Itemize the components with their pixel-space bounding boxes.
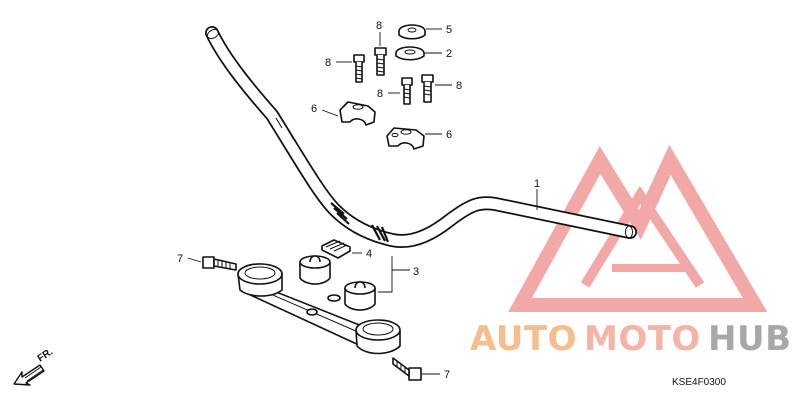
watermark-triangle-icon (508, 144, 768, 312)
callout-8-top: 8 (376, 20, 382, 32)
watermark-logo: AUTO MOTO HUB (470, 144, 791, 359)
callout-8-right: 8 (456, 80, 462, 92)
handlebar (205, 26, 637, 248)
part-8-bolt-d (421, 74, 434, 103)
part-6-upper-holder-left (339, 101, 376, 126)
part-2-washer (395, 46, 425, 61)
callout-8-left: 8 (325, 57, 331, 69)
callout-8-mid: 8 (377, 88, 383, 100)
part-8-bolt-c (401, 77, 413, 105)
callout-1: 1 (534, 178, 540, 190)
watermark-text-hub: HUB (708, 319, 791, 359)
front-arrow-icon (13, 364, 45, 386)
handlebar-knurl-left (330, 202, 350, 225)
leader-lines (187, 28, 538, 375)
callout-4: 4 (366, 248, 372, 260)
front-direction-indicator: FR. (13, 346, 56, 386)
part-7-bolt-right (392, 357, 422, 381)
callout-2: 2 (446, 48, 452, 60)
watermark-text-moto: MOTO (584, 319, 701, 359)
part-8-bolt-a (353, 54, 365, 83)
callout-6-left: 6 (311, 103, 317, 115)
callout-7-right: 7 (444, 369, 450, 381)
front-label: FR. (36, 346, 56, 364)
part-5-holder-cap (398, 24, 426, 40)
diagram-code: KSE4F0300 (672, 377, 726, 388)
part-6-upper-holder-right (386, 127, 425, 150)
part-8-bolt-b (374, 47, 387, 76)
part-7-bolt-left (202, 256, 237, 271)
part-4-rubber-pad (321, 239, 351, 259)
part-3-boss-right (344, 281, 376, 311)
callout-6-right: 6 (446, 129, 452, 141)
callout-7-left: 7 (177, 253, 183, 265)
watermark-text-auto: AUTO (470, 319, 577, 359)
handlebar-knurl-right (371, 224, 390, 243)
part-3-boss-left (299, 255, 331, 285)
callout-5: 5 (446, 24, 452, 36)
part-3-lower-holder (237, 255, 401, 355)
callouts: 5 2 8 8 8 8 6 6 1 4 3 7 7 (177, 20, 540, 381)
callout-3: 3 (413, 266, 419, 278)
